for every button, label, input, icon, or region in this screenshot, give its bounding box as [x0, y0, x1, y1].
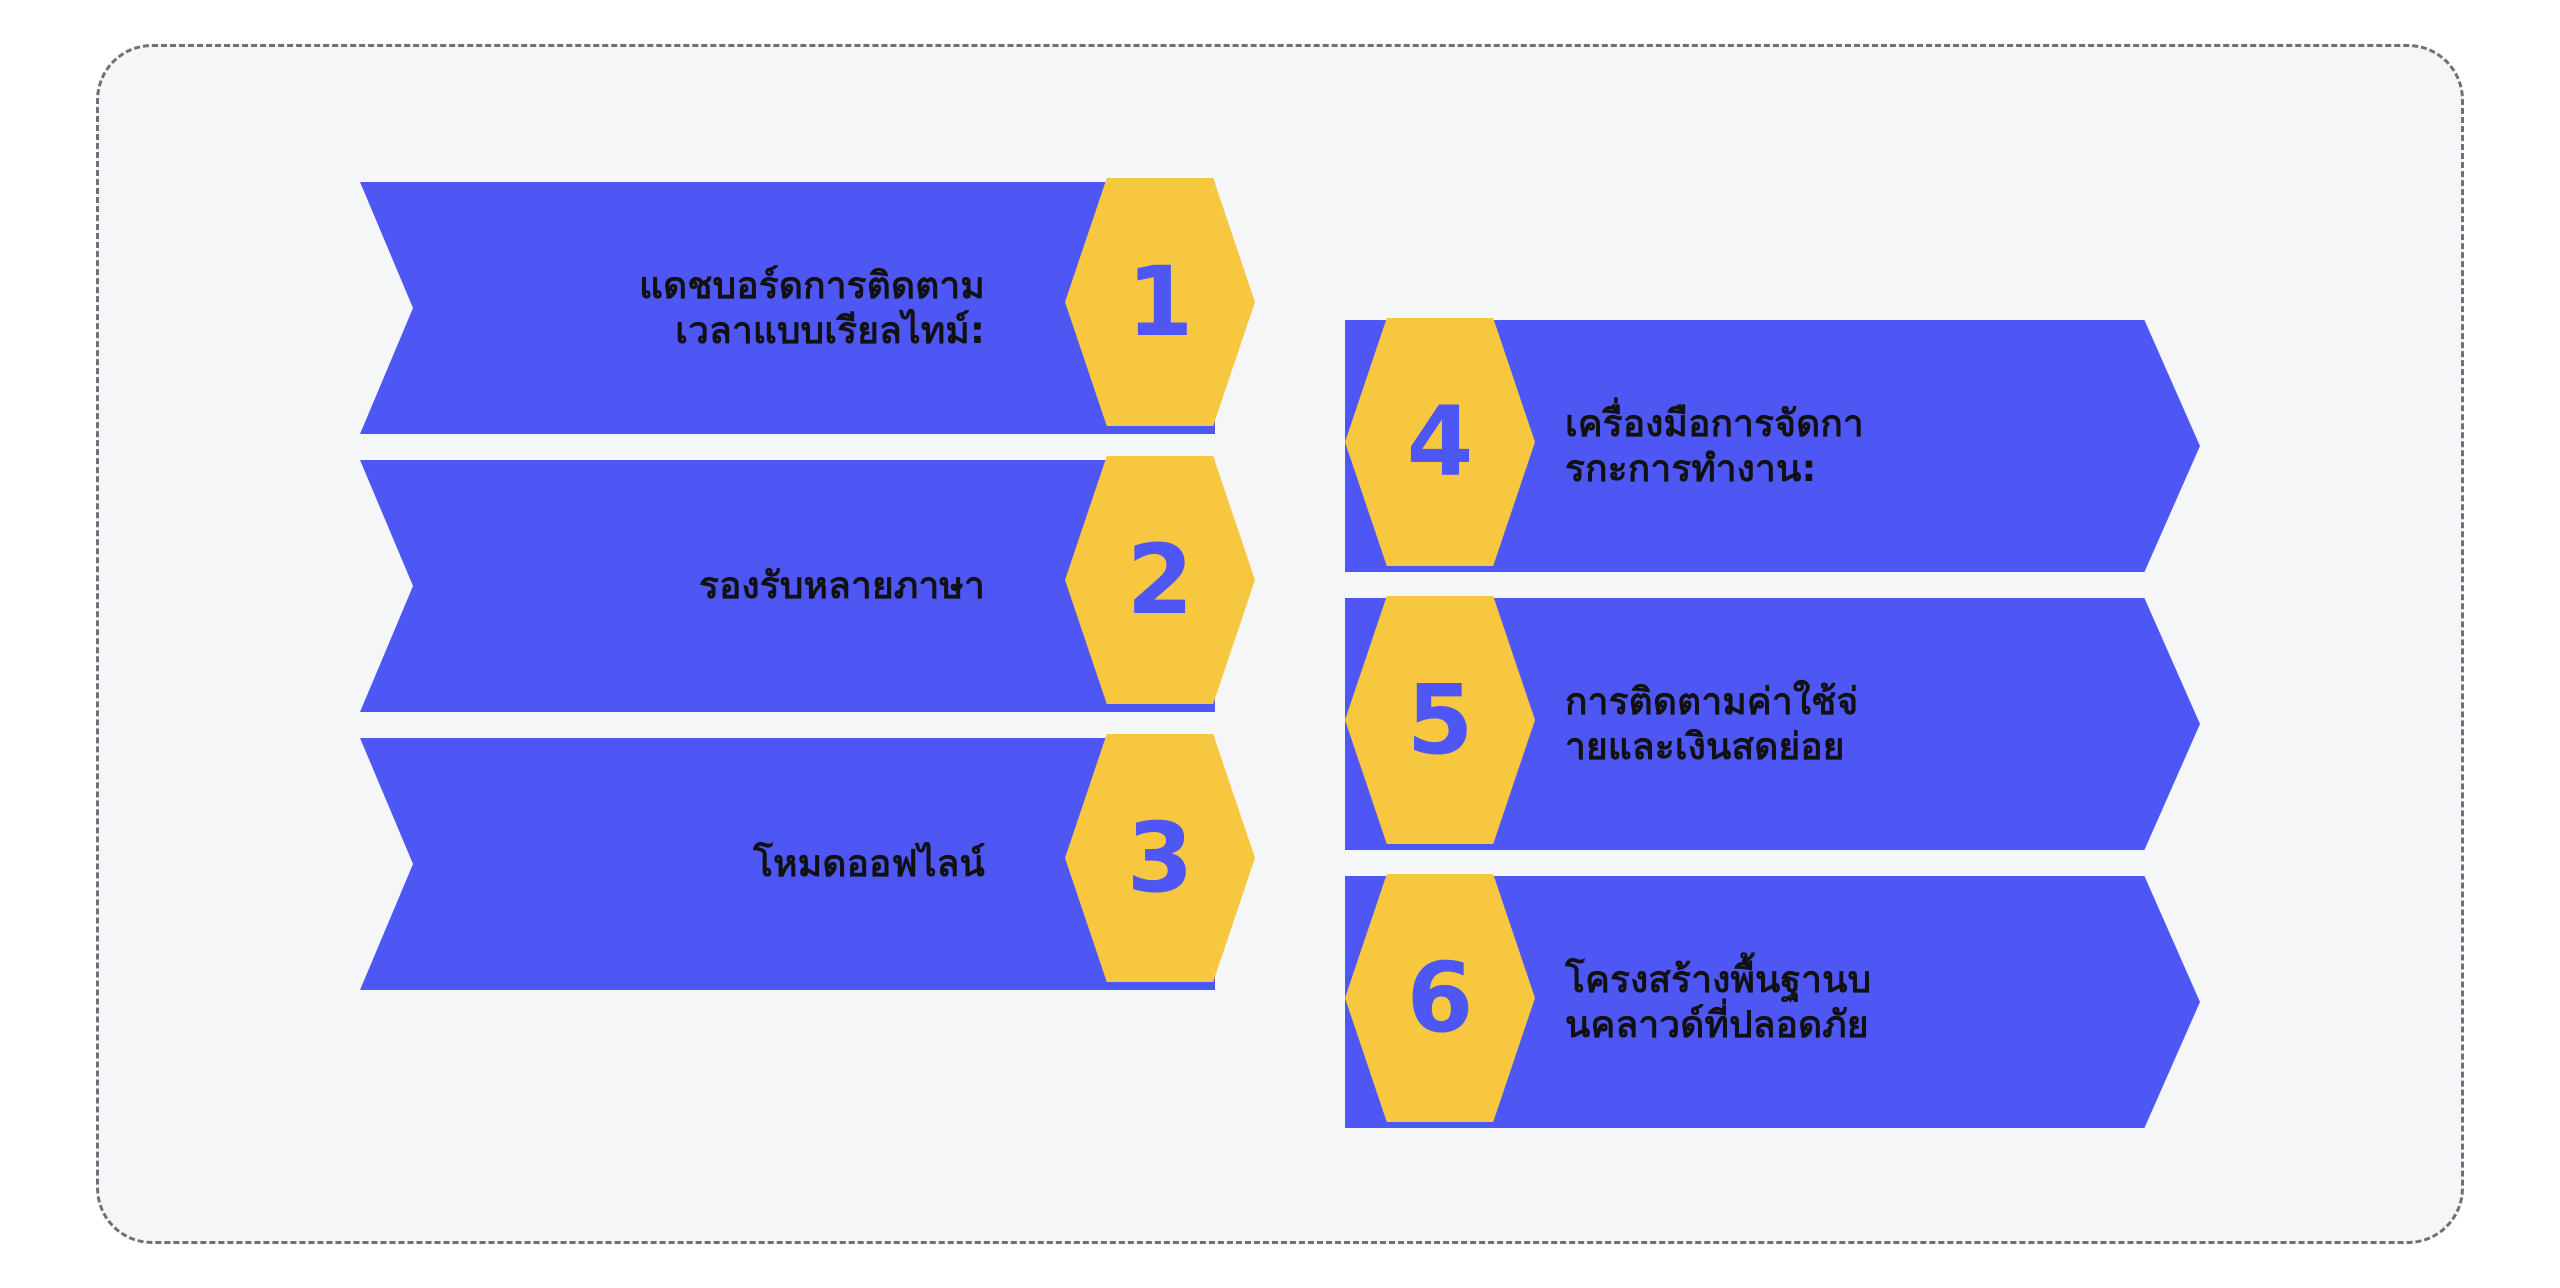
- hexagon-step-1-number: 1: [1126, 246, 1194, 358]
- chevron-bar-3-label: โหมดออฟไลน์: [753, 842, 985, 886]
- chevron-bar-4-label: เครื่องมือการจัดกา รกะการทำงาน:: [1565, 401, 1864, 490]
- chevron-bar-1-label: แดชบอร์ดการติดตาม เวลาแบบเรียลไทม์:: [639, 263, 985, 352]
- hexagon-step-5-number: 5: [1406, 664, 1474, 776]
- chevron-bar-2-label: รองรับหลายภาษา: [699, 564, 985, 608]
- chevron-bar-5-label: การติดตามค่าใช้จ่ ายและเงินสดย่อย: [1565, 679, 1859, 768]
- hexagon-step-2[interactable]: 2: [1065, 456, 1255, 704]
- hexagon-step-3[interactable]: 3: [1065, 734, 1255, 982]
- hexagon-step-5[interactable]: 5: [1345, 596, 1535, 844]
- chevron-bar-1[interactable]: แดชบอร์ดการติดตาม เวลาแบบเรียลไทม์:: [360, 182, 1215, 434]
- hexagon-step-1[interactable]: 1: [1065, 178, 1255, 426]
- hexagon-step-3-number: 3: [1126, 802, 1194, 914]
- hexagon-step-4-number: 4: [1406, 386, 1474, 498]
- hexagon-step-6-number: 6: [1406, 942, 1474, 1054]
- chevron-bar-6-label: โครงสร้างพื้นฐานบ นคลาวด์ที่ปลอดภัย: [1565, 957, 1872, 1046]
- hexagon-step-2-number: 2: [1126, 524, 1194, 636]
- hexagon-step-6[interactable]: 6: [1345, 874, 1535, 1122]
- hexagon-step-4[interactable]: 4: [1345, 318, 1535, 566]
